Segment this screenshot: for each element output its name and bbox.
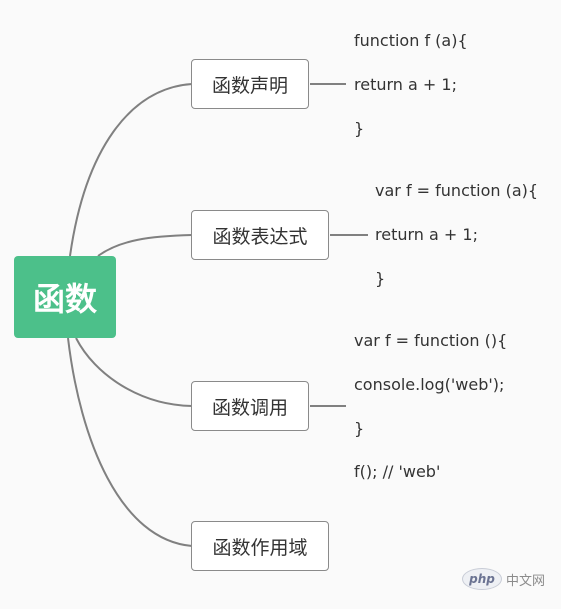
code-line: f(); // 'web' [354, 462, 441, 481]
connector-root-to-scope [67, 337, 193, 547]
node-function-declaration: 函数声明 [191, 59, 309, 109]
node-function-scope: 函数作用域 [191, 521, 329, 571]
connector-root-to-expression [97, 234, 193, 257]
node-function-expression: 函数表达式 [191, 210, 329, 260]
code-block-call: var f = function (){ console.log('web');… [354, 331, 507, 481]
php-logo-icon: php [462, 568, 502, 590]
node-function-call: 函数调用 [191, 381, 309, 431]
code-line: console.log('web'); [354, 375, 505, 394]
code-line: var f = function (){ [354, 331, 508, 350]
code-line: function f (a){ [354, 31, 468, 50]
connector-root-to-call [75, 337, 193, 407]
watermark: php 中文网 [462, 568, 545, 590]
code-line: } [354, 419, 365, 438]
watermark-text: 中文网 [506, 573, 546, 589]
code-line: return a + 1; [354, 75, 457, 94]
code-block-declaration: function f (a){ return a + 1; } [354, 31, 468, 138]
code-line: return a + 1; [375, 225, 478, 244]
code-line: } [375, 269, 386, 288]
root-node: 函数 [14, 256, 116, 338]
code-block-expression: var f = function (a){ return a + 1; } [375, 181, 538, 288]
code-line: } [354, 119, 365, 138]
connector-root-to-declaration [69, 83, 193, 257]
code-line: var f = function (a){ [375, 181, 539, 200]
